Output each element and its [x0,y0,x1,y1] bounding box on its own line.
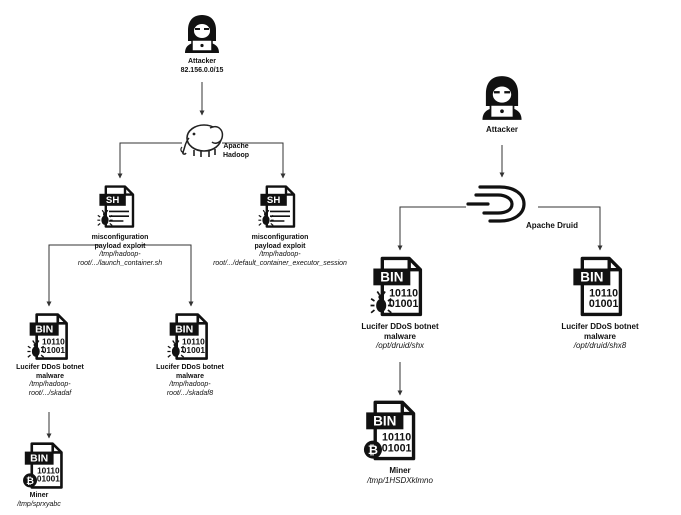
bitcoin-icon: ₿ [363,440,382,459]
right-miner-label: Miner /tmp/1HSDXklmno [367,466,433,485]
svg-text:₿: ₿ [26,476,34,487]
hacker-icon [185,15,219,53]
bug-icon [370,291,392,314]
file-badge-text: BIN [175,324,193,336]
binary-digits: 01001 [37,474,60,484]
bug-icon [167,340,185,358]
bug-icon [27,340,45,358]
hacker-icon [482,76,522,120]
file-badge-text: BIN [380,269,403,284]
right-attacker-label: Attacker [485,125,518,134]
binary-digits: 01001 [182,345,206,355]
edge-druid-malware-a [397,206,466,251]
sh-file-icon: SH [258,183,298,231]
binary-digits: 01001 [42,345,66,355]
binary-digits: 01001 [589,298,619,310]
bug-icon [258,209,274,226]
file-badge-text: SH [267,195,280,206]
binary-digits: 10110 [389,288,418,300]
binary-digits: 10110 [589,288,618,300]
file-badge-text: SH [106,195,119,206]
left-attacker-label: Attacker 82.156.0.0/15 [180,58,224,74]
edge-hadoop-exploit-b [222,142,286,179]
edge-exploit-a-malware-b [140,244,194,307]
svg-text:₿: ₿ [368,442,378,457]
binary-digits: 01001 [382,442,412,454]
binary-digits: 01001 [389,298,419,310]
binary-digits: 10110 [37,465,60,475]
druid-label: Apache Druid [525,221,578,230]
file-badge-text: BIN [30,454,48,465]
edge-exploit-a-malware-a [46,244,100,307]
edge-druid-malware-b [538,206,603,251]
bitcoin-icon: ₿ [23,473,38,488]
file-badge-text: BIN [35,324,53,336]
edge-hadoop-exploit-a [117,142,182,179]
bug-icon [97,209,113,226]
file-badge-text: BIN [580,269,603,284]
binary-digits: 10110 [382,432,411,444]
binary-digits: 10110 [182,336,205,346]
sh-file-icon: SH [97,183,137,231]
druid-logo-icon [466,185,526,223]
file-badge-text: BIN [373,413,396,428]
binary-digits: 10110 [42,336,65,346]
miner-left-label: Miner /tmp/sprxyabc [17,492,61,508]
hadoop-elephant-icon [180,124,224,157]
